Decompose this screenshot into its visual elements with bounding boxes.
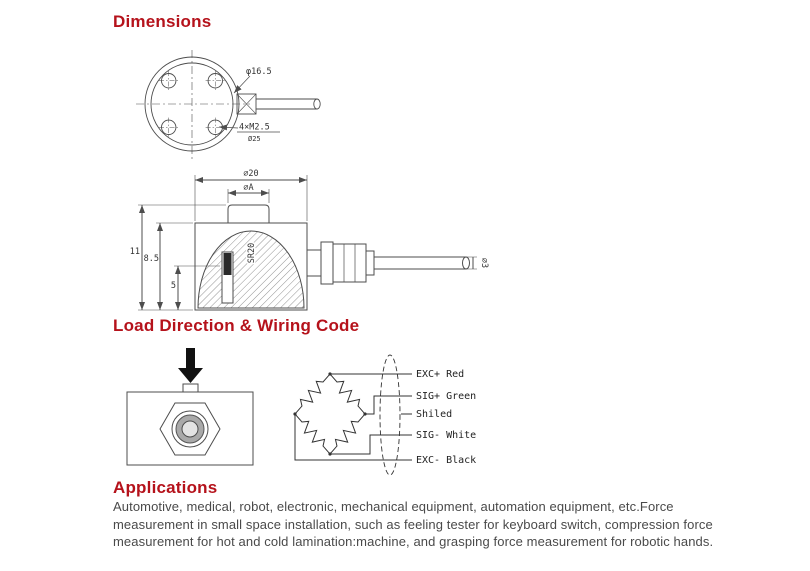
sensor-front-view [126,383,254,466]
diaphragm-dome-hatched [197,230,305,309]
cable-diameter-label: ∅3 [479,258,489,268]
wire-label-exc-minus: EXC- Black [416,455,476,466]
wire-label-sig-minus: SIG- White [416,430,476,441]
wiring-diagram: EXC+ Red SIG+ Green Shiled SIG- White EX… [290,354,476,476]
gauge-slot [221,251,234,304]
wire-label-shield: Shiled [416,409,452,420]
wire-sig-plus [365,395,412,415]
flange-outer-circle [144,56,240,152]
load-button-cap [227,204,270,223]
applications-text: Automotive, medical, robot, electronic, … [113,499,714,549]
dia-leader-line [233,75,251,94]
load-direction-drawing [126,348,254,466]
top-view-drawing: φ16.5 4×M2.5 Ø25 [136,50,321,160]
flange-inner-circle [150,62,234,146]
sensor-outline-front [126,391,254,466]
screw-spec-label: 4×M2.5 [239,123,270,133]
screw-leader-line [218,124,239,131]
sensor-section-view [138,175,477,311]
nut-outer-circle [171,410,209,448]
screw-sub-label: Ø25 [248,135,261,143]
flange-diameter-label: φ16.5 [246,67,272,77]
extension-lines [138,175,477,311]
wheatstone-bridge [290,370,370,458]
side-view-drawing: ∅20 ∅A 11 8.5 5 SR20 ∅3 [130,169,489,311]
applications-heading: Applications [113,478,218,497]
cable-gland-top [236,93,321,115]
hex-nut [159,402,221,456]
wire-exc-minus [294,414,412,461]
cable-connector-side [306,241,470,285]
dimensions-heading: Dimensions [113,12,212,31]
cable-shield-ellipse [379,354,401,476]
dimension-lines [139,177,474,310]
load-wiring-heading: Load Direction & Wiring Code [113,316,360,335]
dim-dia20-label: ∅20 [243,169,258,179]
wire-label-sig-plus: SIG+ Green [416,391,476,402]
bridge-nodes [293,372,367,456]
load-direction-arrow [178,348,203,383]
flange-top-view [136,50,321,160]
sphere-radius-label: SR20 [247,243,257,263]
dim-8-5-label: 8.5 [144,254,159,264]
wire-sig-minus [330,434,412,455]
nut-bore [181,420,199,438]
dim-5-label: 5 [171,281,176,291]
dim-11-label: 11 [130,247,140,257]
load-button-front [182,383,199,393]
bridge-wires [294,373,412,461]
dim-diaA-label: ∅A [243,183,253,193]
wire-label-exc-plus: EXC+ Red [416,369,464,380]
